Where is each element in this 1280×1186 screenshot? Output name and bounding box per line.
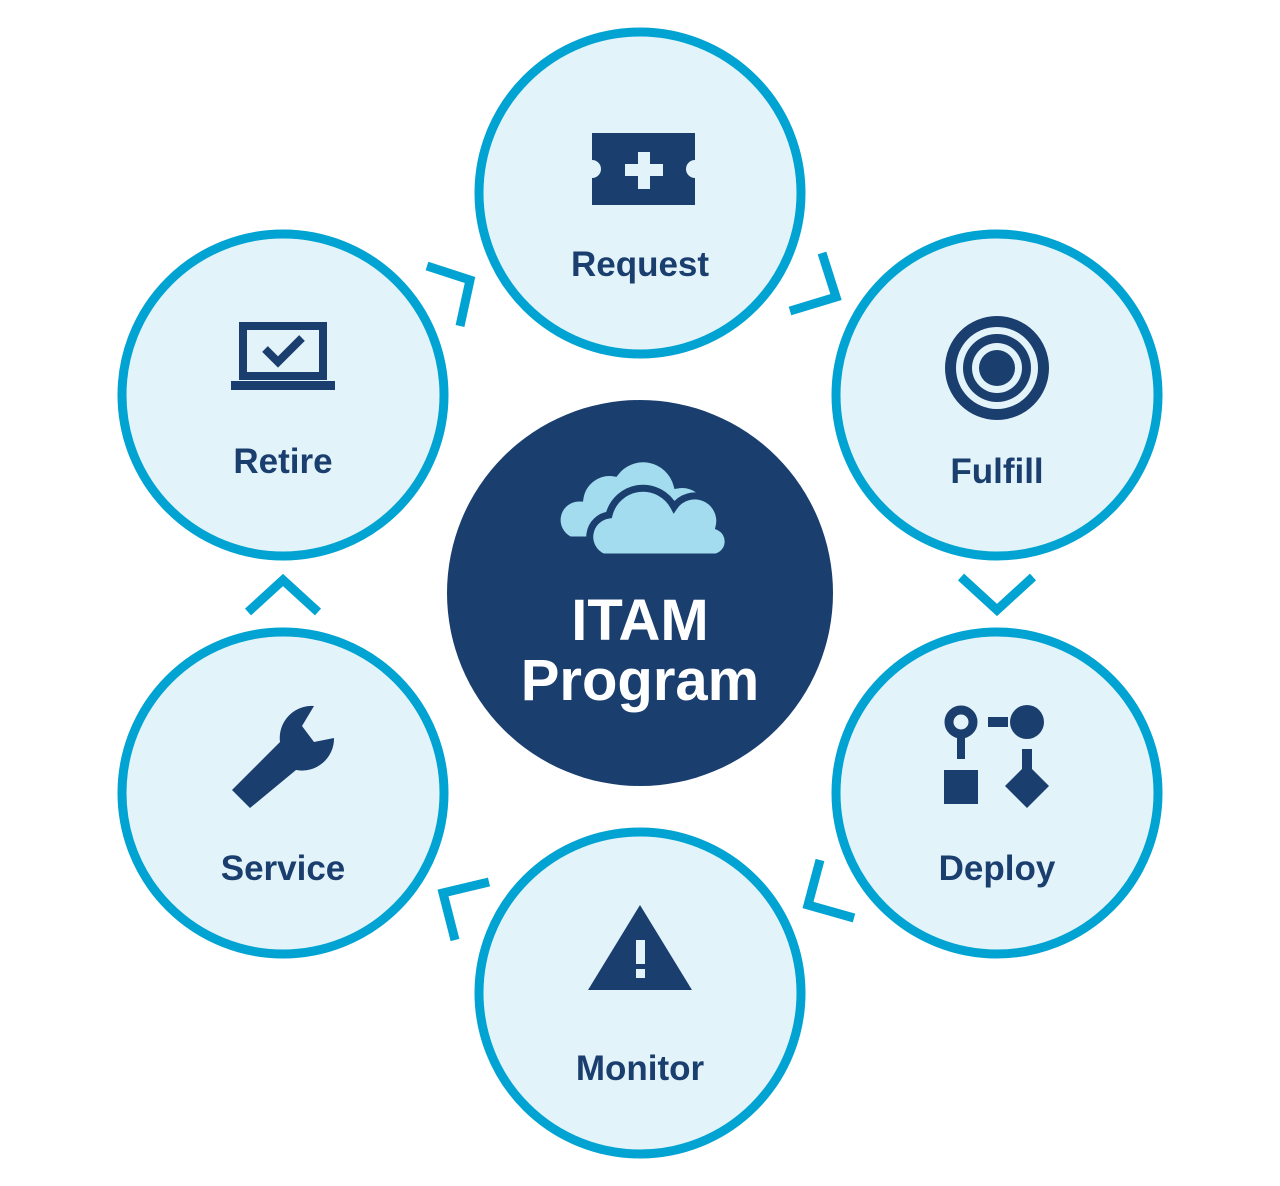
arrow-retire-to-request [425,261,476,327]
stage-fulfill: Fulfill [831,229,1163,561]
stage-retire: Retire [117,229,449,561]
laptop-check-icon [231,322,335,390]
arrow-fulfill-to-deploy [957,573,1037,617]
arrow-service-to-retire [244,573,322,616]
arrow-deploy-to-monitor [802,858,856,923]
stage-label: Service [221,849,346,888]
stage-service: Service [117,627,449,959]
arrow-monitor-to-service [437,877,491,942]
ticket-plus-icon [592,133,695,205]
stage-label: Deploy [939,849,1056,888]
stage-label: Retire [233,442,332,481]
stage-label: Fulfill [950,452,1043,491]
stage-label: Request [571,245,709,284]
wrench-icon [232,705,335,808]
stage-monitor: Monitor [474,827,806,1159]
center-node: ITAM Program [447,400,833,786]
cloud-icon [553,455,732,561]
warning-icon [588,905,692,990]
workflow-icon [944,705,1049,808]
center-title-line2: Program [521,648,760,713]
arrow-request-to-fulfill [788,251,842,316]
target-icon [945,316,1049,420]
center-title-line1: ITAM [571,588,708,653]
stage-request: Request [474,27,806,359]
stage-label: Monitor [576,1049,705,1088]
stage-deploy: Deploy [831,627,1163,959]
